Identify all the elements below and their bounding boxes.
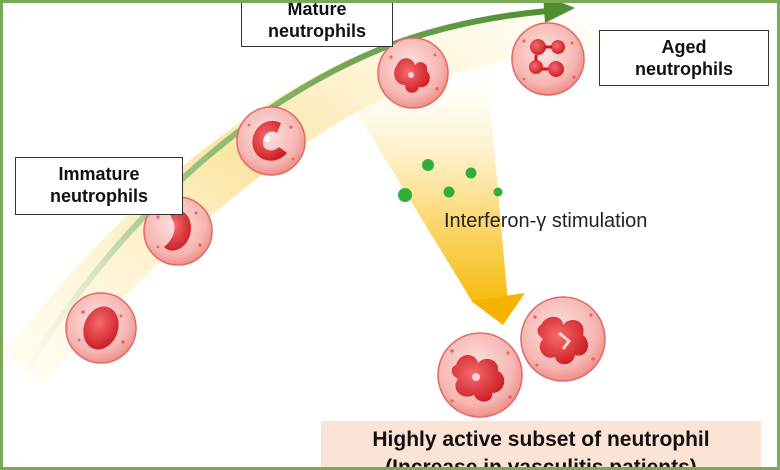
- stimulation-funnel: [348, 78, 508, 303]
- mature-neutrophils-label: Mature neutrophils: [241, 0, 393, 47]
- interferon-dots: [398, 159, 503, 202]
- immature-label-line-1: Immature: [58, 164, 140, 184]
- diagram-canvas: [3, 3, 606, 418]
- mature-label-line-1: Mature: [287, 0, 347, 19]
- neutrophil-cell-aged: [511, 22, 585, 96]
- interferon-dot: [493, 187, 503, 197]
- aged-neutrophils-label: Aged neutrophils: [599, 30, 769, 86]
- interferon-gamma-stimulation-label: Interferon-γ stimulation: [444, 210, 648, 232]
- interferon-dot: [398, 188, 412, 202]
- immature-label-line-2: neutrophils: [50, 186, 148, 206]
- neutrophil-cell-band: [236, 106, 306, 176]
- stimulation-arrowhead: [471, 293, 525, 325]
- aged-label-line-2: neutrophils: [635, 59, 733, 79]
- neutrophil-cell-mature: [377, 37, 449, 109]
- result-line-1: Highly active subset of neutrophil: [372, 428, 710, 451]
- interferon-dot: [465, 167, 477, 179]
- aged-label-line-1: Aged: [661, 37, 707, 57]
- maturation-arrowhead: [543, 3, 575, 23]
- neutrophil-cell-active-1: [437, 332, 523, 418]
- immature-neutrophils-label: Immature neutrophils: [15, 157, 183, 215]
- neutrophil-cell-active-2: [520, 296, 606, 382]
- mature-label-line-2: neutrophils: [268, 21, 366, 41]
- highly-active-subset-label: Highly active subset of neutrophil (Incr…: [321, 421, 761, 470]
- interferon-dot: [443, 186, 455, 198]
- result-line-2: (Increase in vasculitis patients): [385, 456, 697, 470]
- neutrophil-cell-immature-1: [65, 292, 137, 364]
- interferon-dot: [422, 159, 434, 171]
- maturation-arrow: [10, 8, 551, 396]
